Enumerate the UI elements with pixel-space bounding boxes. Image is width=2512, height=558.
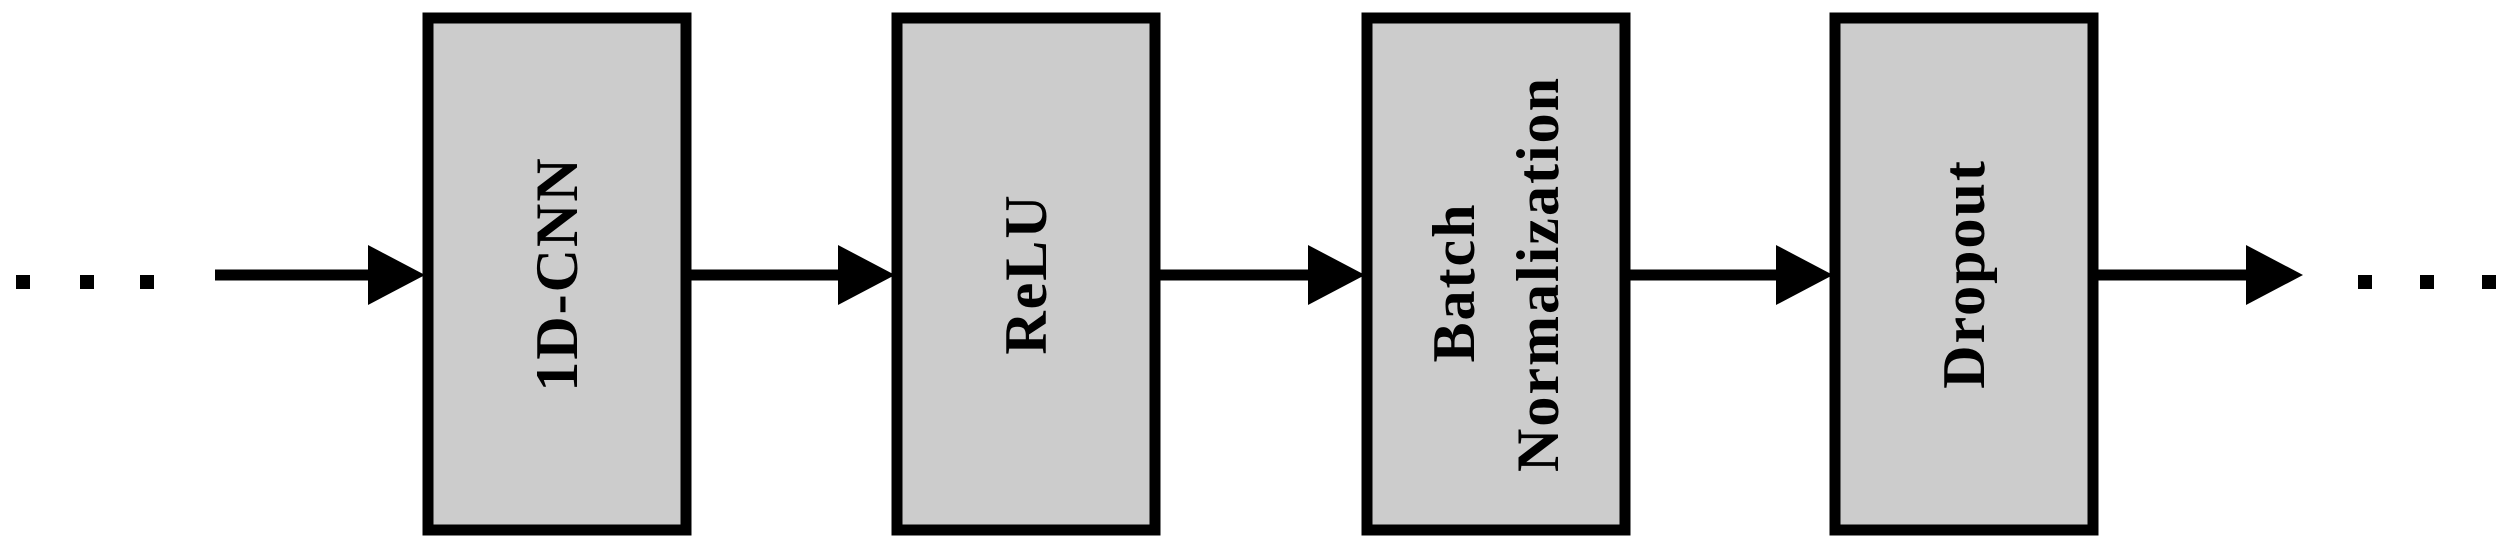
ellipsis-dot [2420,275,2434,289]
block-dropout-label: Dropout [1931,159,1997,389]
ellipsis-dot [2358,275,2372,289]
arrowhead [838,245,895,305]
arrowhead [1776,245,1833,305]
block-dropout: Dropout [1829,12,2099,536]
block-dropout-box [1829,12,2099,536]
block-1d-cnn-label: 1D-CNN [524,156,590,391]
arrowhead [368,245,425,305]
block-relu-box [891,12,1161,536]
block-batch-normalization: Batch Normalization [1361,12,1631,536]
block-batch-normalization-label-line-1: Batch [1421,203,1487,363]
block-relu: ReLU [891,12,1161,536]
block-batch-normalization-label-line-2: Normalization [1505,76,1571,472]
ellipsis-dot [80,275,94,289]
block-relu-label: ReLU [993,193,1059,354]
block-batch-normalization-box [1361,12,1631,536]
block-1d-cnn: 1D-CNN [422,12,692,536]
leading-ellipsis [16,275,154,289]
arrowhead [2246,245,2303,305]
arrows [215,245,2303,305]
ellipsis-dot [140,275,154,289]
ellipsis-dot [2482,275,2496,289]
ellipsis-dot [16,275,30,289]
trailing-ellipsis [2358,275,2496,289]
block-batch-normalization-label: Batch Normalization [1421,76,1571,472]
arrowhead [1308,245,1365,305]
block-1d-cnn-box [422,12,692,536]
